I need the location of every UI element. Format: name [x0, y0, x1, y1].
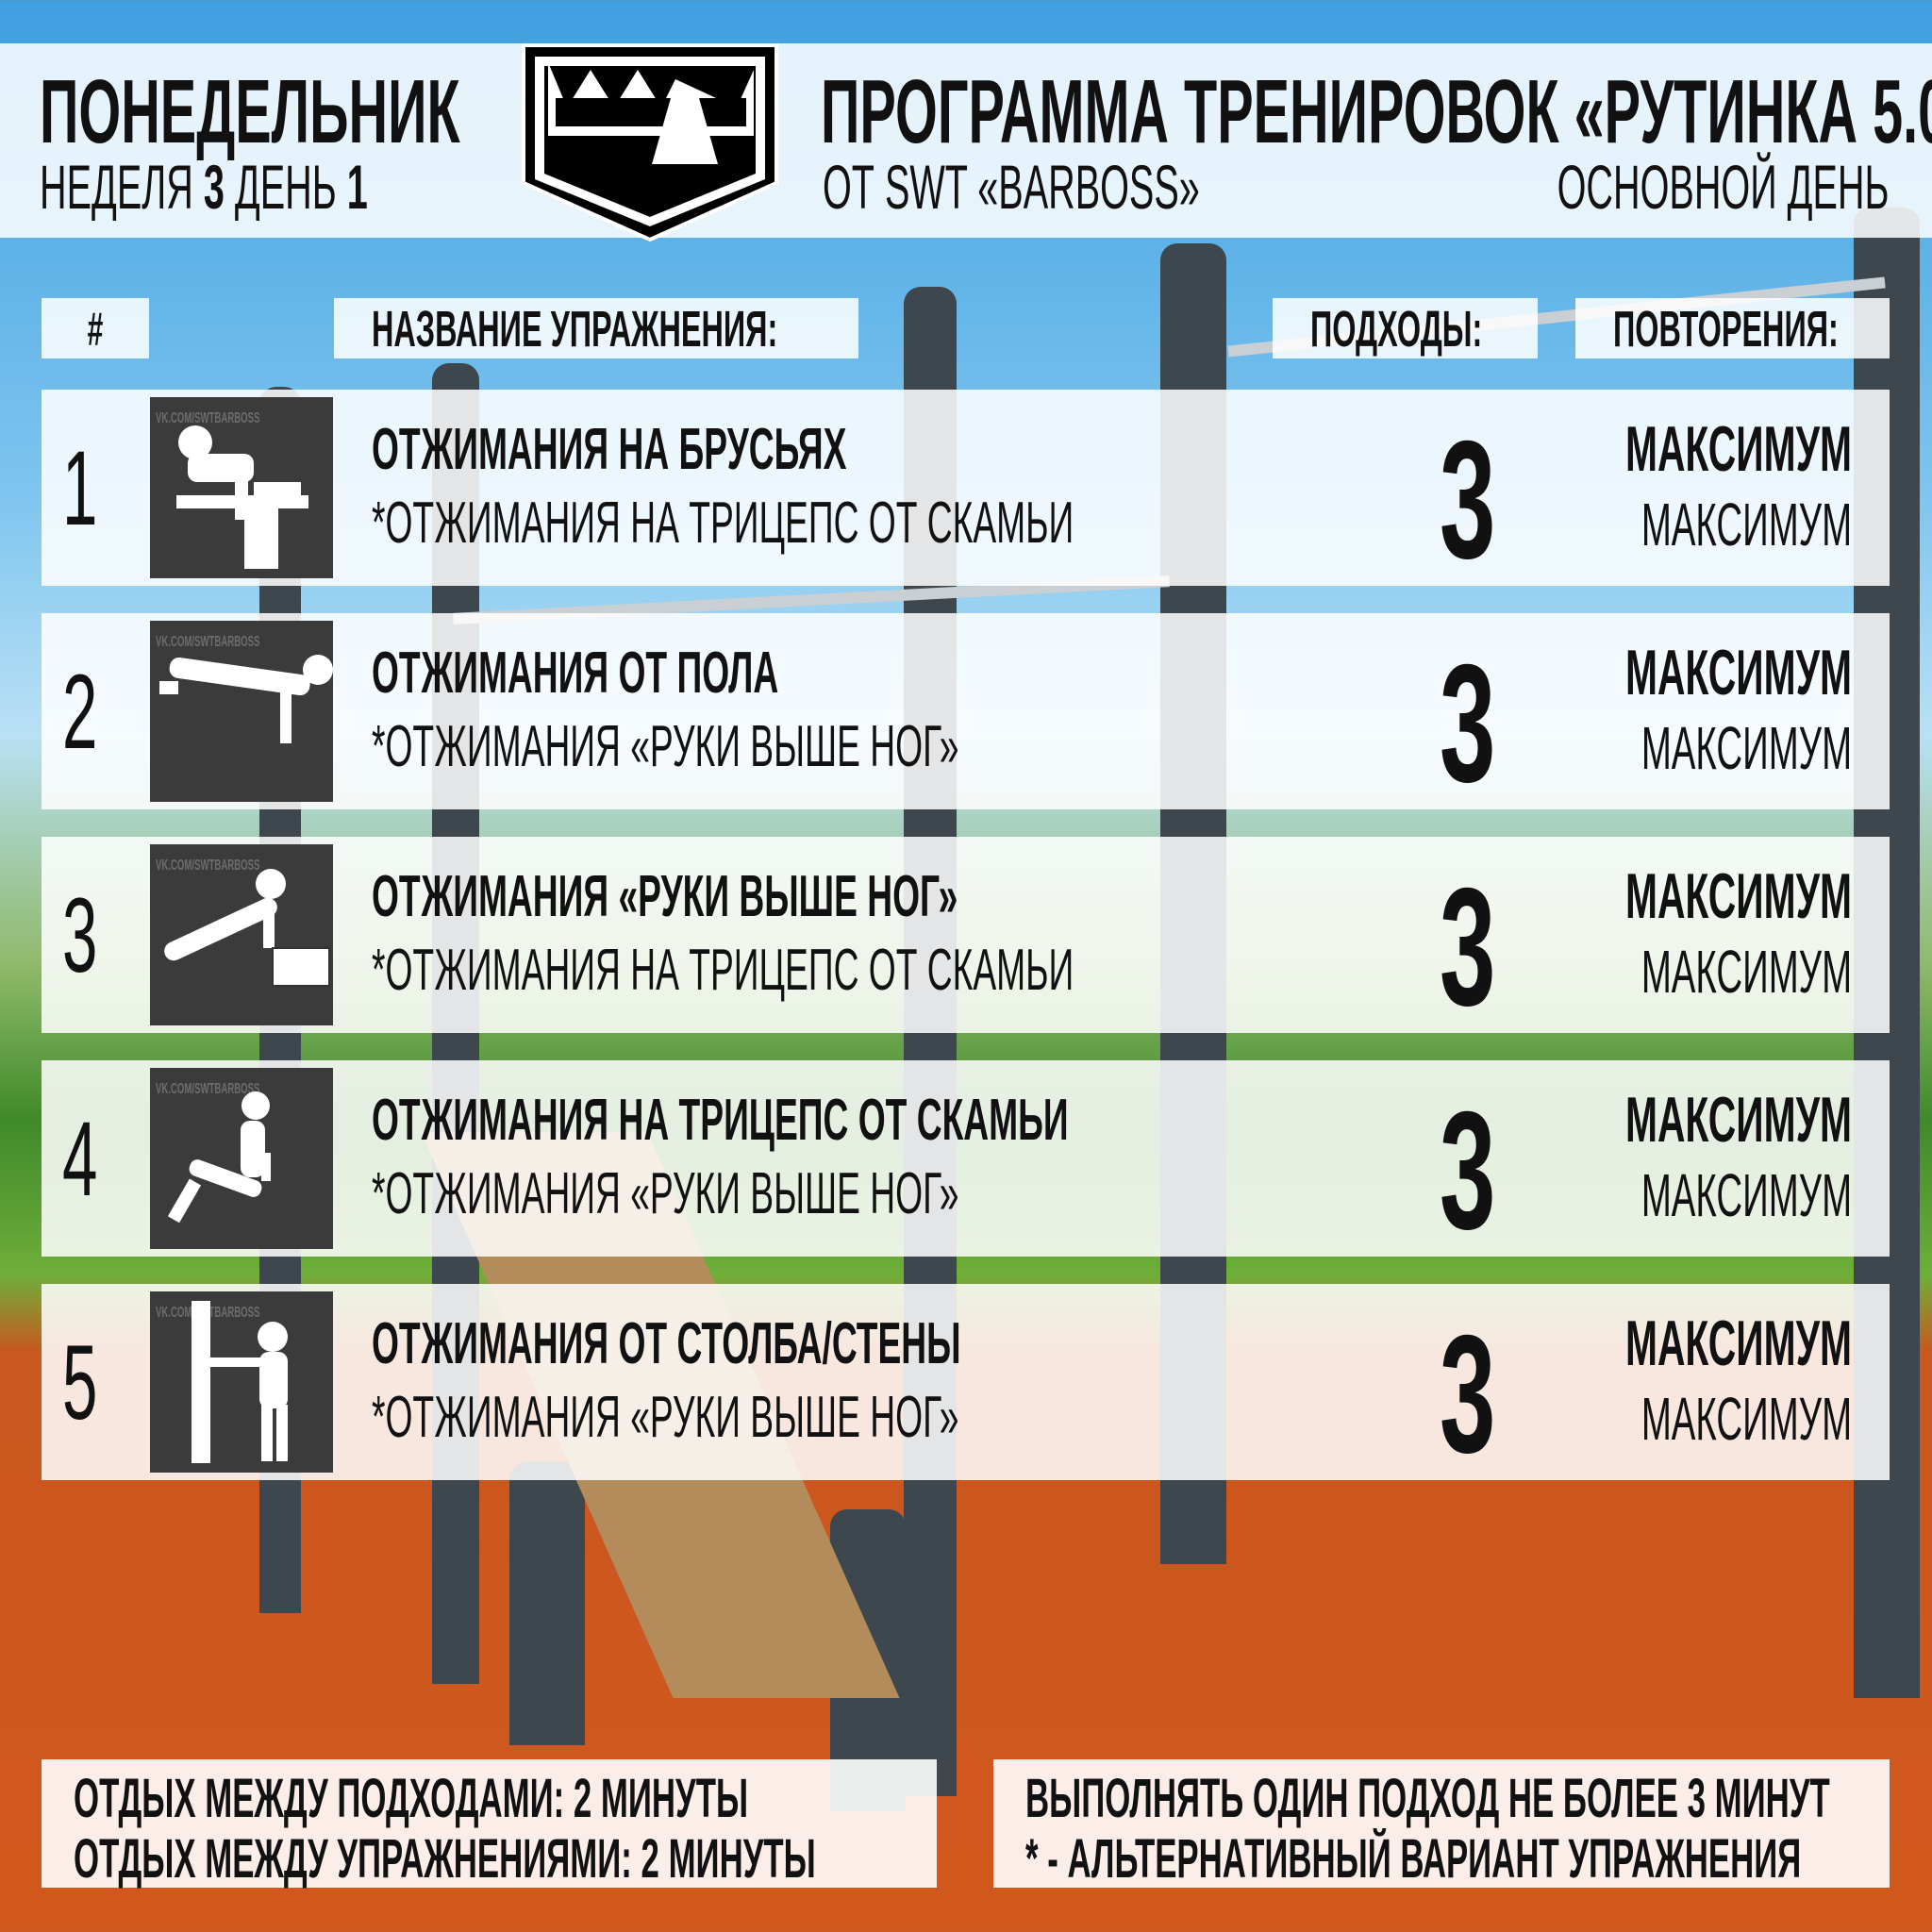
barboss-logo: [522, 43, 778, 242]
watermark: VK.COM/SWTBARBOSS: [156, 1081, 260, 1097]
exercise-alternative: *ОТЖИМАНИЯ «РУКИ ВЫШЕ НОГ»: [372, 1161, 959, 1226]
alt-reps-value: МАКСИМУМ: [1641, 938, 1852, 1006]
watermark: VK.COM/SWTBARBOSS: [156, 858, 260, 874]
reps-value: МАКСИМУМ: [1625, 860, 1852, 932]
rest-between-sets: ОТДЫХ МЕЖДУ ПОДХОДАМИ: 2 МИНУТЫ: [74, 1768, 749, 1829]
reps-value: МАКСИМУМ: [1625, 413, 1852, 485]
col-sets-header: ПОДХОДЫ:: [1273, 298, 1538, 358]
notes-box: ВЫПОЛНЯТЬ ОДИН ПОДХОД НЕ БОЛЕЕ 3 МИНУТ *…: [993, 1759, 1890, 1890]
header-band: [0, 43, 1932, 238]
exercise-title: ОТЖИМАНИЯ ОТ ПОЛА: [372, 641, 779, 706]
rest-info-box: ОТДЫХ МЕЖДУ ПОДХОДАМИ: 2 МИНУТЫ ОТДЫХ МЕ…: [42, 1759, 937, 1890]
watermark: VK.COM/SWTBARBOSS: [156, 410, 260, 426]
sets-value: 3: [1440, 1300, 1496, 1488]
exercise-title: ОТЖИМАНИЯ ОТ СТОЛБА/СТЕНЫ: [372, 1311, 961, 1376]
col-name-header: НАЗВАНИЕ УПРАЖНЕНИЯ:: [334, 298, 858, 358]
exercise-row: 1 VK.COM/SWTBARBOSS ОТЖИМАНИЯ НА БРУСЬЯХ…: [42, 390, 1890, 593]
alt-reps-value: МАКСИМУМ: [1641, 491, 1852, 558]
alternative-note: * - АЛЬТЕРНАТИВНЫЙ ВАРИАНТ УПРАЖНЕНИЯ: [1025, 1828, 1802, 1890]
program-title: ПРОГРАММА ТРЕНИРОВОК «РУТИНКА 5.0»: [821, 61, 1932, 162]
exercise-number: 2: [62, 653, 98, 771]
col-reps-header: ПОВТОРЕНИЯ:: [1575, 298, 1890, 358]
col-num-header: #: [42, 298, 149, 358]
alt-reps-value: МАКСИМУМ: [1641, 714, 1852, 782]
exercise-title: ОТЖИМАНИЯ «РУКИ ВЫШЕ НОГ»: [372, 864, 958, 929]
watermark: VK.COM/SWTBARBOSS: [156, 634, 260, 650]
exercise-title: ОТЖИМАНИЯ НА ТРИЦЕПС ОТ СКАМЬИ: [372, 1088, 1069, 1153]
alt-reps-value: МАКСИМУМ: [1641, 1161, 1852, 1229]
exercise-row: 2 VK.COM/SWTBARBOSS ОТЖИМАНИЯ ОТ ПОЛА *О…: [42, 613, 1890, 817]
dips-icon: VK.COM/SWTBARBOSS: [150, 397, 333, 578]
reps-value: МАКСИМУМ: [1625, 637, 1852, 708]
exercise-row: 5 VK.COM/SWTBARBOSS ОТЖИМАНИЯ ОТ СТОЛБА/…: [42, 1284, 1890, 1488]
exercise-number: 1: [62, 429, 98, 547]
bench-dips-icon: VK.COM/SWTBARBOSS: [150, 1068, 333, 1249]
watermark: VK.COM/SWTBARBOSS: [156, 1305, 260, 1321]
exercise-alternative: *ОТЖИМАНИЯ «РУКИ ВЫШЕ НОГ»: [372, 714, 959, 779]
sets-value: 3: [1440, 853, 1496, 1041]
exercise-row: 4 VK.COM/SWTBARBOSS ОТЖИМАНИЯ НА ТРИЦЕПС…: [42, 1060, 1890, 1264]
day-title: ПОНЕДЕЛЬНИК: [40, 61, 460, 162]
day-type-label: ОСНОВНОЙ ДЕНЬ: [1557, 152, 1889, 222]
alt-reps-value: МАКСИМУМ: [1641, 1385, 1852, 1453]
reps-value: МАКСИМУМ: [1625, 1084, 1852, 1156]
exercise-number: 5: [62, 1324, 98, 1441]
week-day-label: НЕДЕЛЯ 3 ДЕНЬ 1: [40, 152, 368, 222]
sets-value: 3: [1440, 1076, 1496, 1264]
exercise-row: 3 VK.COM/SWTBARBOSS ОТЖИМАНИЯ «РУКИ ВЫШЕ…: [42, 837, 1890, 1041]
sets-value: 3: [1440, 406, 1496, 593]
exercise-number: 4: [62, 1100, 98, 1218]
exercise-alternative: *ОТЖИМАНИЯ «РУКИ ВЫШЕ НОГ»: [372, 1385, 959, 1450]
exercise-title: ОТЖИМАНИЯ НА БРУСЬЯХ: [372, 417, 847, 482]
exercise-alternative: *ОТЖИМАНИЯ НА ТРИЦЕПС ОТ СКАМЬИ: [372, 491, 1074, 556]
rest-between-exercises: ОТДЫХ МЕЖДУ УПРАЖНЕНИЯМИ: 2 МИНУТЫ: [74, 1828, 816, 1890]
exercise-alternative: *ОТЖИМАНИЯ НА ТРИЦЕПС ОТ СКАМЬИ: [372, 938, 1074, 1003]
pushup-icon: VK.COM/SWTBARBOSS: [150, 621, 333, 802]
wall-pushup-icon: VK.COM/SWTBARBOSS: [150, 1291, 333, 1473]
set-time-limit: ВЫПОЛНЯТЬ ОДИН ПОДХОД НЕ БОЛЕЕ 3 МИНУТ: [1025, 1768, 1830, 1829]
sets-value: 3: [1440, 629, 1496, 817]
exercise-number: 3: [62, 876, 98, 994]
author-label: ОТ SWT «BARBOSS»: [823, 152, 1200, 222]
incline-pushup-icon: VK.COM/SWTBARBOSS: [150, 844, 333, 1025]
reps-value: МАКСИМУМ: [1625, 1307, 1852, 1379]
